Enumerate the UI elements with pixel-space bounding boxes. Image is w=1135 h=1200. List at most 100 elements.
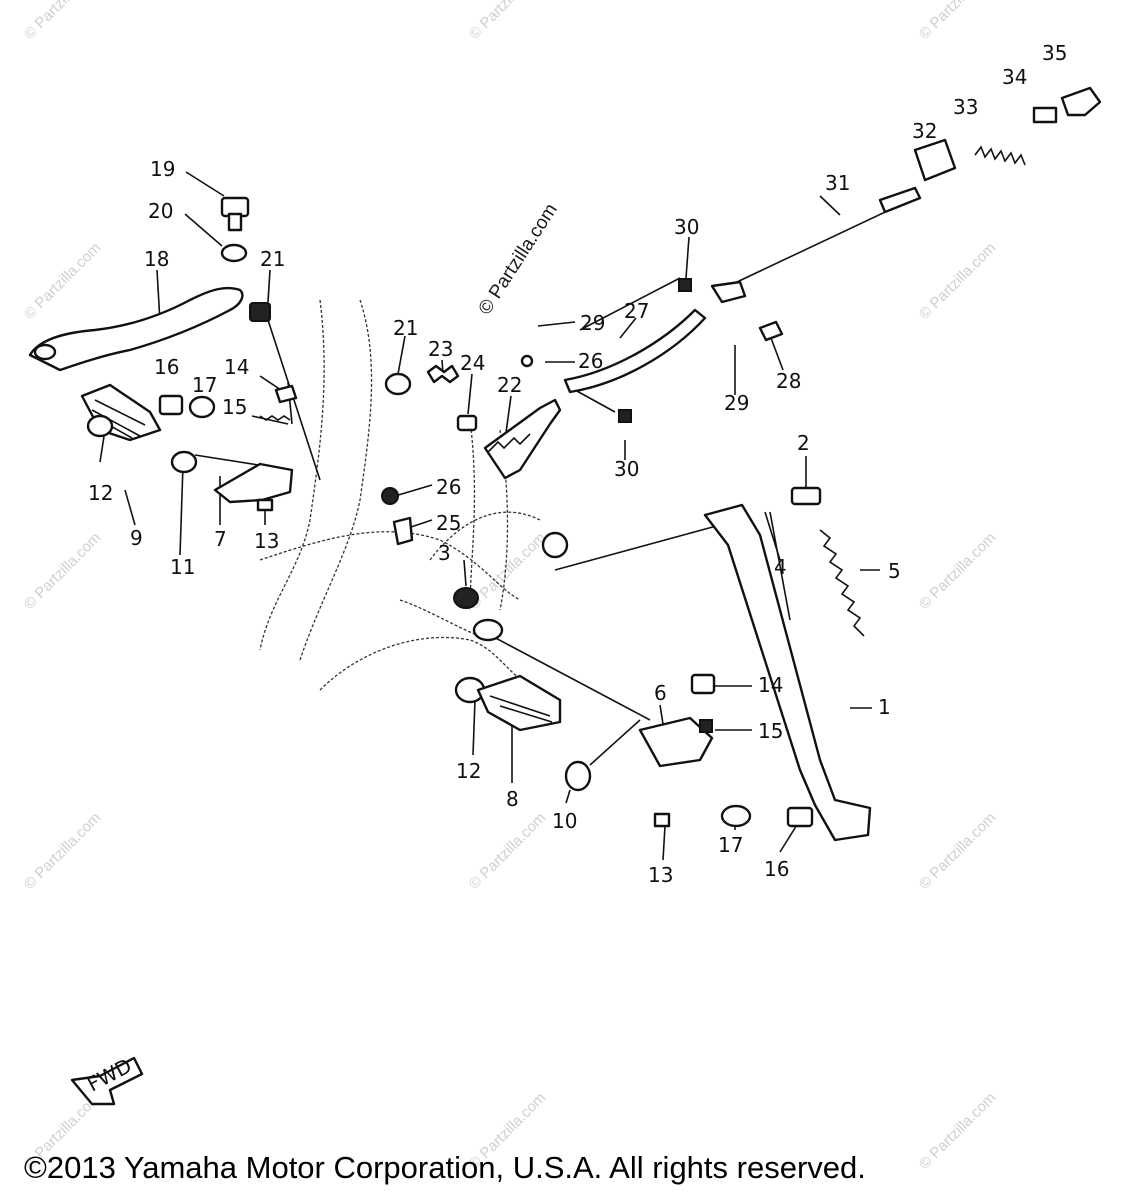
watermark-tile: © Partzilla.com <box>916 0 999 43</box>
housing-32 <box>913 138 957 182</box>
callout-34: 34 <box>1002 65 1027 89</box>
callout-26a: 26 <box>578 349 603 373</box>
cable-31-bracket <box>710 280 747 304</box>
callout-12b: 12 <box>456 759 481 783</box>
clip-26a <box>520 354 534 368</box>
callout-27: 27 <box>624 299 649 323</box>
callout-8: 8 <box>506 787 519 811</box>
nut-21a <box>249 302 271 322</box>
rod-27 <box>563 308 707 394</box>
bushing-11 <box>170 450 198 474</box>
callout-11: 11 <box>170 555 195 579</box>
cap-35 <box>1060 86 1102 117</box>
callout-18: 18 <box>144 247 169 271</box>
callout-13a: 13 <box>254 529 279 553</box>
callout-22: 22 <box>497 373 522 397</box>
callout-28: 28 <box>776 369 801 393</box>
washer-20 <box>220 243 248 263</box>
watermark-tile: © Partzilla.com <box>21 809 104 892</box>
footrest-8 <box>476 674 562 732</box>
callout-3: 3 <box>438 541 451 565</box>
pin-4 <box>769 511 791 621</box>
callout-17b: 17 <box>718 833 743 857</box>
pin-13b <box>653 812 671 828</box>
callout-6: 6 <box>654 681 667 705</box>
callout-15b: 15 <box>758 719 783 743</box>
callout-35: 35 <box>1042 41 1067 65</box>
cap-30a <box>678 278 692 292</box>
spring-15b <box>699 719 713 733</box>
pin-24 <box>456 414 478 432</box>
callout-33: 33 <box>953 95 978 119</box>
bolt-16b <box>786 806 814 828</box>
callout-13b: 13 <box>648 863 673 887</box>
footrest-8-ribs <box>489 695 553 723</box>
parts <box>28 86 1102 842</box>
watermark-tile: © Partzilla.com <box>916 809 999 892</box>
copyright-notice: ©2013 Yamaha Motor Corporation, U.S.A. A… <box>24 1150 866 1185</box>
cap-30b <box>618 409 632 423</box>
bolt-14b <box>690 673 716 695</box>
spring-15a <box>259 415 291 421</box>
spring-5 <box>819 529 865 637</box>
watermark-tile: © Partzilla.com <box>466 0 549 43</box>
bracket-7 <box>213 462 294 504</box>
callout-4: 4 <box>774 555 787 579</box>
callouts: 19 20 18 21 21 23 24 22 27 29 26 28 29 3… <box>88 41 1067 887</box>
washer-12a <box>86 414 114 438</box>
nut-26b <box>381 487 399 505</box>
callout-9: 9 <box>130 526 143 550</box>
lever-18-eye <box>33 343 57 361</box>
callout-26b: 26 <box>436 475 461 499</box>
watermark-tile: © Partzilla.com <box>466 809 549 892</box>
watermark-main: © Partzilla.com <box>475 200 562 319</box>
washer-17b <box>720 804 752 828</box>
fwd-arrow-shape <box>70 1056 144 1106</box>
cable-31-end <box>878 186 922 214</box>
pin-13a <box>256 498 274 512</box>
callout-32: 32 <box>912 119 937 143</box>
watermark-tile: © Partzilla.com <box>916 239 999 322</box>
shaft-22 <box>483 398 562 480</box>
callout-21a: 21 <box>260 247 285 271</box>
callout-2: 2 <box>797 431 810 455</box>
callout-7: 7 <box>214 527 227 551</box>
bolt-16a <box>158 394 184 416</box>
callout-20: 20 <box>148 199 173 223</box>
callout-15a: 15 <box>222 395 247 419</box>
block-34 <box>1032 106 1058 124</box>
watermark-tile: © Partzilla.com <box>21 529 104 612</box>
spring-23 <box>426 364 460 384</box>
sidestand-1 <box>703 503 872 842</box>
callout-29a: 29 <box>580 311 605 335</box>
watermark-tile: © Partzilla.com <box>916 529 999 612</box>
bolt-19-shaft <box>227 212 243 232</box>
pivot-boss <box>472 618 504 642</box>
watermark-tile: © Partzilla.com <box>21 239 104 322</box>
shaft-22-spring <box>487 433 531 453</box>
callout-23: 23 <box>428 337 453 361</box>
lever-18 <box>28 286 244 372</box>
leader-lines <box>99 171 880 861</box>
nut-3 <box>453 587 479 609</box>
fwd-arrow: FWD <box>70 1053 144 1106</box>
callout-14a: 14 <box>224 355 249 379</box>
callout-14b: 14 <box>758 673 783 697</box>
callout-19: 19 <box>150 157 175 181</box>
screw-14a <box>274 384 298 404</box>
callout-30b: 30 <box>614 457 639 481</box>
callout-24: 24 <box>460 351 485 375</box>
pivot-boss <box>541 531 569 559</box>
callout-21b: 21 <box>393 316 418 340</box>
bushing-10 <box>564 760 592 792</box>
watermark-tile: © Partzilla.com <box>21 0 104 43</box>
callout-5: 5 <box>888 559 901 583</box>
spring-33 <box>974 145 1026 166</box>
cable-31 <box>719 204 901 291</box>
callout-16b: 16 <box>764 857 789 881</box>
bolt-2 <box>790 486 822 506</box>
callout-1: 1 <box>878 695 891 719</box>
callout-10: 10 <box>552 809 577 833</box>
callout-17a: 17 <box>192 373 217 397</box>
